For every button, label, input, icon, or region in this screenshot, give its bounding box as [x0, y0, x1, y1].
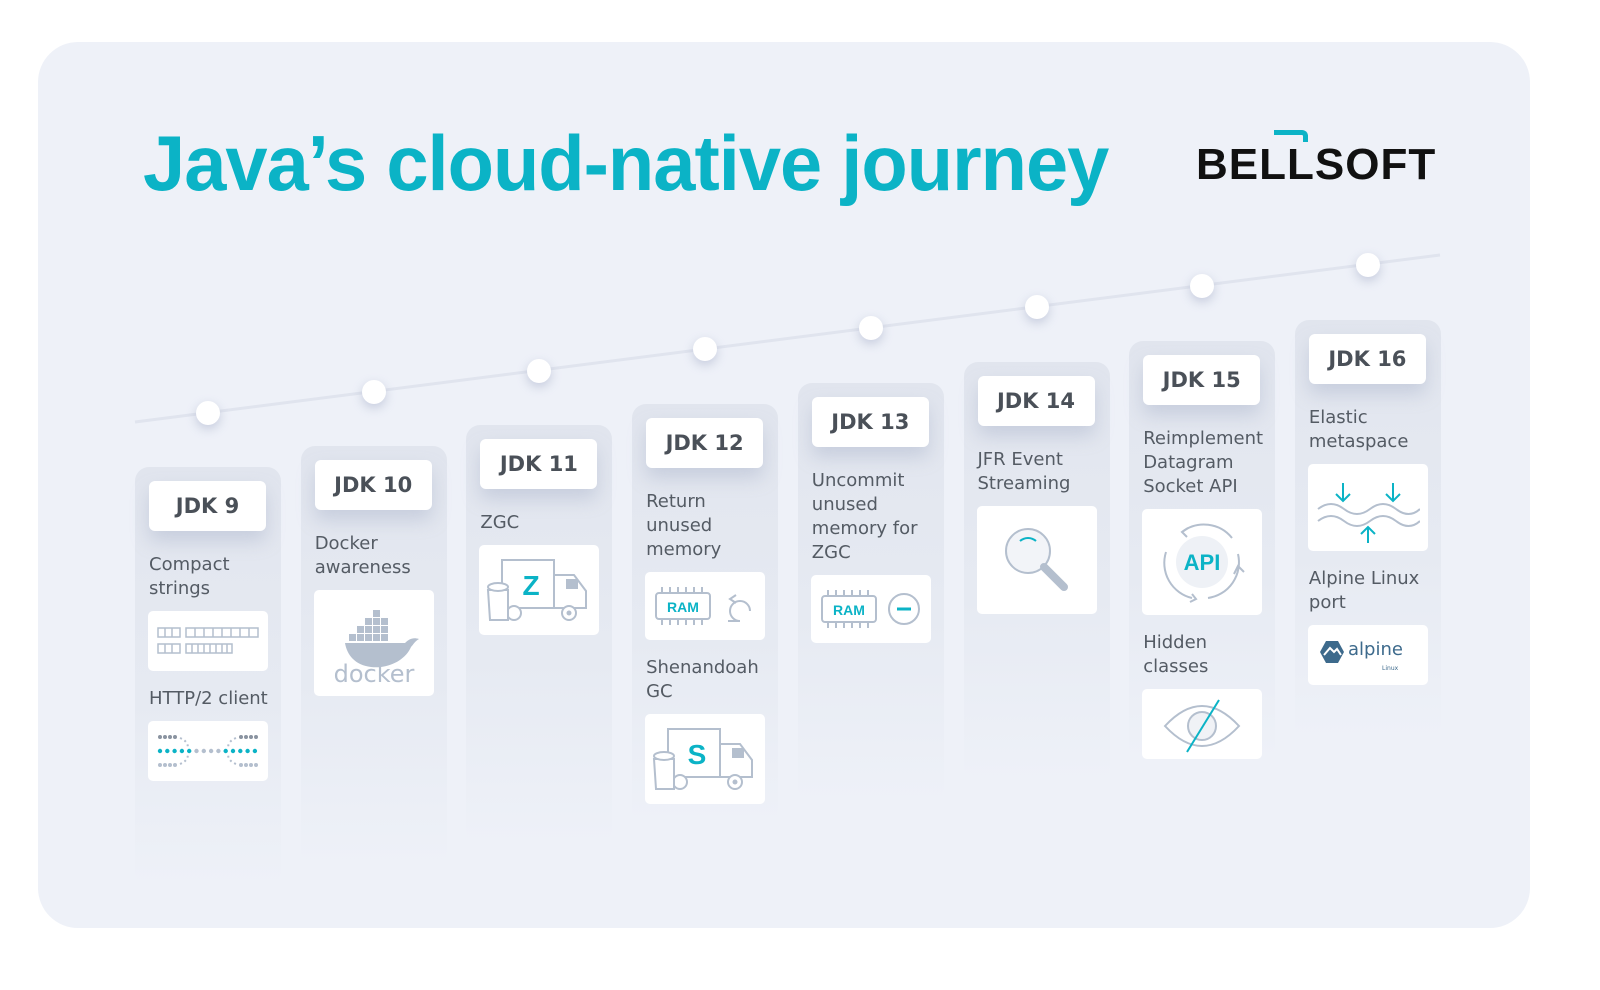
- api-cycle-icon: API: [1142, 509, 1263, 615]
- svg-text:RAM: RAM: [667, 599, 699, 615]
- jdk-version-label: JDK 10: [314, 460, 432, 510]
- jdk-version-label: JDK 16: [1308, 334, 1426, 384]
- magnifier-icon: [976, 506, 1097, 614]
- timeline-dot: [361, 379, 386, 404]
- svg-text:RAM: RAM: [833, 602, 865, 618]
- feature-label: HTTP/2 client: [149, 688, 268, 709]
- release-column: JDK 14 JFR Event Streaming: [963, 362, 1110, 782]
- release-column: JDK 11 ZGC Z: [466, 425, 613, 845]
- jdk-version-label: JDK 15: [1143, 355, 1261, 405]
- timeline-dot: [196, 401, 220, 425]
- ram-return-icon: RAM: [645, 572, 766, 640]
- release-column: JDK 15 Reimplement Datagram Socket API API…: [1129, 341, 1276, 761]
- logo-mark-icon: [1274, 130, 1308, 142]
- svg-text:API: API: [1184, 550, 1221, 575]
- release-column: JDK 12 Return unused memory RAM Shenandoah…: [632, 404, 779, 824]
- svg-text:S: S: [688, 739, 707, 770]
- feature-label: Compact strings: [149, 554, 230, 599]
- timeline-dot: [693, 337, 718, 362]
- feature-label: Elastic metaspace: [1308, 407, 1409, 452]
- feature-label: Reimplement Datagram Socket API: [1143, 428, 1264, 497]
- docker-icon: docker: [313, 590, 434, 696]
- svg-text:Z: Z: [523, 570, 540, 601]
- timeline-dot: [1024, 295, 1049, 319]
- truck-z-icon: Z: [479, 545, 600, 635]
- feature-label: Hidden classes: [1143, 632, 1209, 677]
- svg-text:docker: docker: [333, 660, 414, 688]
- svg-text:Linux: Linux: [1382, 665, 1399, 672]
- jdk-version-label: JDK 12: [646, 418, 764, 468]
- feature-label: Uncommit unused memory for ZGC: [811, 470, 918, 563]
- timeline-dot: [527, 358, 552, 383]
- timeline-dot: [1355, 252, 1380, 277]
- truck-s-icon: S: [645, 714, 766, 804]
- release-column: JDK 9 Compact strings HTTP/2 client: [135, 467, 281, 887]
- page-title: Java’s cloud-native journey: [143, 119, 1109, 207]
- jdk-version-label: JDK 9: [149, 481, 266, 531]
- feature-label: Return unused memory: [646, 491, 722, 560]
- feature-label: JFR Event Streaming: [977, 449, 1071, 494]
- feature-label: Docker awareness: [314, 533, 411, 578]
- timeline-dot: [858, 316, 883, 341]
- compact-strings-icon: [148, 611, 268, 671]
- eye-hidden-icon: [1142, 689, 1263, 759]
- jdk-version-label: JDK 13: [811, 397, 929, 447]
- jdk-version-label: JDK 14: [977, 376, 1095, 426]
- infographic-card: [38, 42, 1530, 928]
- feature-label: Alpine Linux port: [1308, 568, 1420, 613]
- jdk-version-label: JDK 11: [480, 439, 598, 489]
- release-column: JDK 13 Uncommit unused memory for ZGC RAM: [797, 383, 944, 803]
- ram-minus-icon: RAM: [810, 575, 931, 643]
- feature-label: ZGC: [480, 512, 520, 533]
- feature-label: Shenandoah GC: [646, 657, 759, 702]
- timeline-dot: [1190, 273, 1215, 298]
- http2-icon: [148, 721, 268, 781]
- bellsoft-logo: BELLSOFT: [1196, 130, 1441, 189]
- release-column: JDK 10 Docker awareness docker: [300, 446, 447, 866]
- elastic-icon: [1307, 464, 1428, 551]
- svg-text:alpine: alpine: [1348, 639, 1403, 660]
